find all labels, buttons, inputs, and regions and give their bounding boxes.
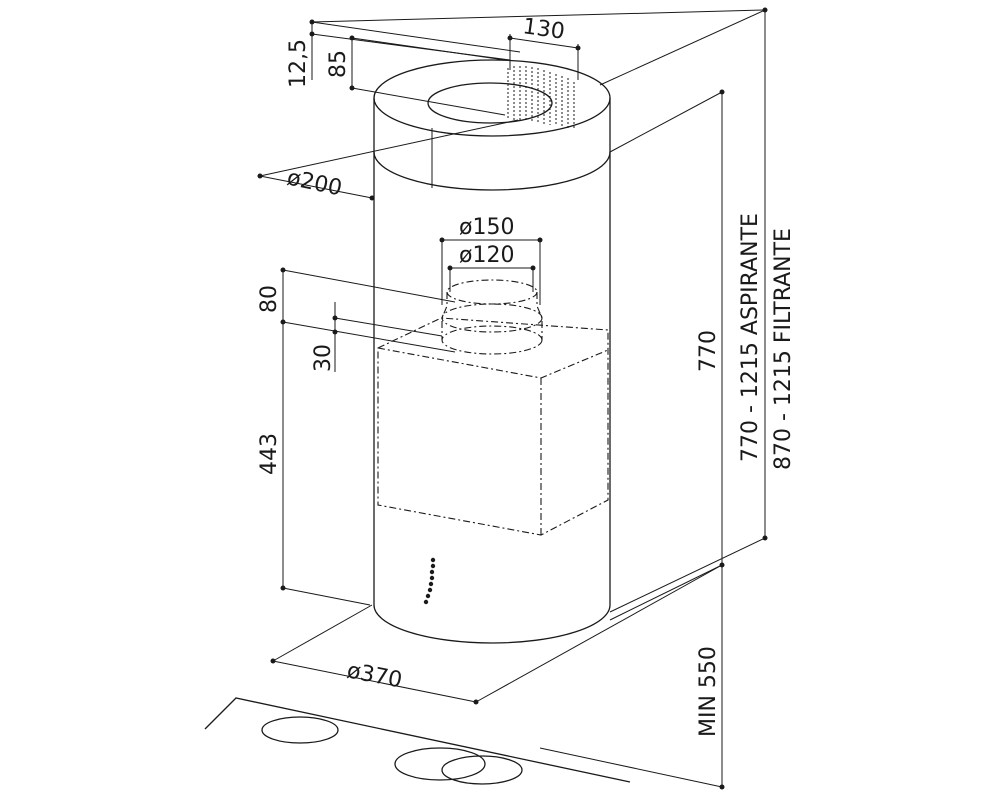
dimension-12-5: 12,5 [286,19,521,88]
dimension-d370: ø370 [270,564,723,705]
outlet-spigot-hidden [441,279,543,355]
cooktop-edge [204,697,631,783]
cooktop [204,697,631,785]
label-30: 30 [311,344,336,372]
burner-middle [394,747,486,781]
hood-body [373,59,611,644]
burner-left [261,716,339,744]
dimension-130: 130 [507,14,581,80]
label-85: 85 [326,50,351,78]
top-outlet-ellipse [427,82,553,124]
label-443: 443 [257,433,282,475]
control-buttons [423,557,436,605]
label-d150: ø150 [459,215,514,240]
label-12-5: 12,5 [286,39,311,88]
label-d370: ø370 [345,658,404,693]
dimension-770: 770 [609,89,725,621]
dimension-min-550: MIN 550 [539,565,725,790]
dimension-30: 30 [311,302,443,372]
top-cap-lower-rim [373,151,611,191]
label-d200: ø200 [285,165,344,201]
dimension-d150: ø150 [439,215,543,305]
dimension-443: 443 [257,322,371,606]
dimension-80: 80 [257,267,456,353]
label-min-550: MIN 550 [696,646,721,737]
dimension-85: 85 [326,35,506,116]
label-aspirante: 770 - 1215 ASPIRANTE [738,213,763,462]
top-cap-sides [373,98,611,152]
label-80: 80 [257,285,282,313]
burner-right [441,755,523,785]
main-cylinder [373,152,611,644]
label-filtrante: 870 - 1215 FILTRANTE [771,228,796,470]
label-770: 770 [696,330,721,372]
outlet-grille [507,66,575,128]
label-d120: ø120 [459,243,514,268]
dimension-d120: ø120 [447,243,536,292]
label-130: 130 [521,14,566,45]
motor-box-hidden [377,317,609,536]
dimension-total-height: 770 - 1215 ASPIRANTE 870 - 1215 FILTRANT… [311,7,796,613]
